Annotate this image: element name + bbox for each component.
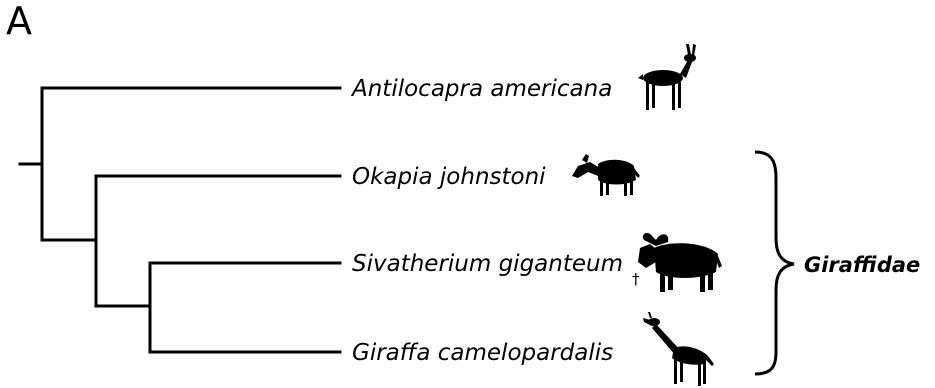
- okapi-icon: [572, 154, 640, 196]
- taxon-label-antilocapra: Antilocapra americana: [350, 76, 612, 102]
- clade-label-giraffidae: Giraffidae: [804, 253, 920, 277]
- taxon-label-sivatherium: Sivatherium giganteum: [352, 251, 623, 277]
- pronghorn-icon: [638, 44, 696, 110]
- tree-branches: [20, 88, 340, 352]
- giraffe-icon: [643, 312, 714, 386]
- sivatherium-icon: [638, 233, 722, 292]
- taxon-label-okapia: Okapia johnstoni: [352, 164, 546, 190]
- extinct-dagger: †: [632, 270, 640, 288]
- taxon-label-giraffa: Giraffa camelopardalis: [352, 340, 613, 366]
- clade-bracket: [755, 152, 794, 374]
